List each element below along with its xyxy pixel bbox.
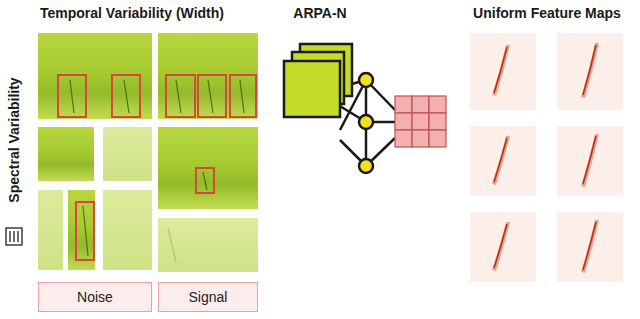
- signal-streaks: [70, 80, 244, 262]
- box-label: Noise: [77, 289, 113, 305]
- section-heading: Uniform Feature Maps: [473, 5, 621, 21]
- section-heading: Temporal Variability (Width): [40, 5, 224, 21]
- highlight-box: [58, 75, 256, 260]
- feature-maps: [470, 33, 623, 282]
- stack-icon: [6, 228, 22, 245]
- spectrogram-tiles: [38, 33, 258, 272]
- axis-label: Spectral Variability: [6, 77, 22, 202]
- section-heading: ARPA-N: [293, 5, 346, 21]
- box-label: Signal: [189, 289, 228, 305]
- category-box: Noise: [38, 282, 152, 312]
- network-icon: [284, 44, 446, 173]
- category-box: Signal: [158, 282, 258, 312]
